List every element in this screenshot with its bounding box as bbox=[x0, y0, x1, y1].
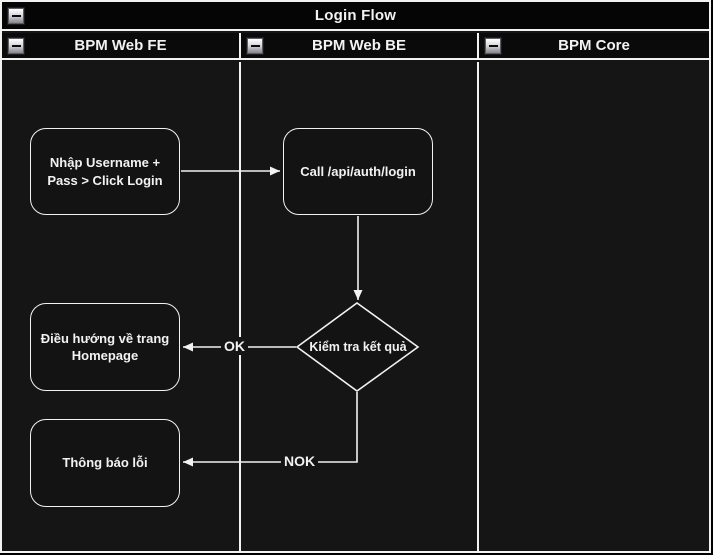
lane-header-row: BPM Web FE BPM Web BE BPM Core bbox=[2, 33, 709, 60]
lane-header-bpm-web-fe[interactable]: BPM Web FE bbox=[2, 33, 239, 60]
node-input-login[interactable]: Nhập Username + Pass > Click Login bbox=[30, 128, 180, 215]
pool-title: Login Flow bbox=[314, 7, 397, 24]
collapse-icon[interactable] bbox=[8, 37, 24, 54]
edge-nok[interactable] bbox=[183, 392, 358, 467]
decision-diamond-shape[interactable] bbox=[295, 302, 420, 392]
node-check-result-label[interactable]: Kiểm tra kết quả bbox=[299, 337, 417, 357]
collapse-icon[interactable] bbox=[247, 37, 263, 54]
edge-label-text: OK bbox=[224, 338, 245, 354]
node-label: Thông báo lỗi bbox=[62, 455, 148, 471]
edge-label-text: NOK bbox=[284, 453, 316, 469]
node-redirect-home[interactable]: Điều hướng về trang Homepage bbox=[30, 303, 180, 391]
edge-label-ok[interactable]: OK bbox=[221, 337, 248, 355]
pool-title-bar[interactable]: Login Flow bbox=[2, 2, 709, 31]
edge-label-nok[interactable]: NOK bbox=[281, 452, 319, 470]
node-call-api[interactable]: Call /api/auth/login bbox=[283, 128, 433, 215]
lane-header-label: BPM Web BE bbox=[312, 37, 406, 54]
collapse-icon[interactable] bbox=[8, 7, 24, 24]
collapse-icon[interactable] bbox=[485, 37, 501, 54]
lane-header-label: BPM Core bbox=[558, 37, 630, 54]
lane-body-bpm-core bbox=[477, 62, 709, 551]
lane-header-bpm-web-be[interactable]: BPM Web BE bbox=[239, 33, 477, 60]
node-label: Kiểm tra kết quả bbox=[309, 340, 407, 354]
node-label: Nhập Username + Pass > Click Login bbox=[47, 155, 163, 188]
node-error-notify[interactable]: Thông báo lỗi bbox=[30, 419, 180, 507]
lane-header-label: BPM Web FE bbox=[74, 37, 167, 54]
node-label: Điều hướng về trang Homepage bbox=[40, 330, 170, 363]
node-label: Call /api/auth/login bbox=[300, 163, 416, 179]
lane-header-bpm-core[interactable]: BPM Core bbox=[477, 33, 709, 60]
